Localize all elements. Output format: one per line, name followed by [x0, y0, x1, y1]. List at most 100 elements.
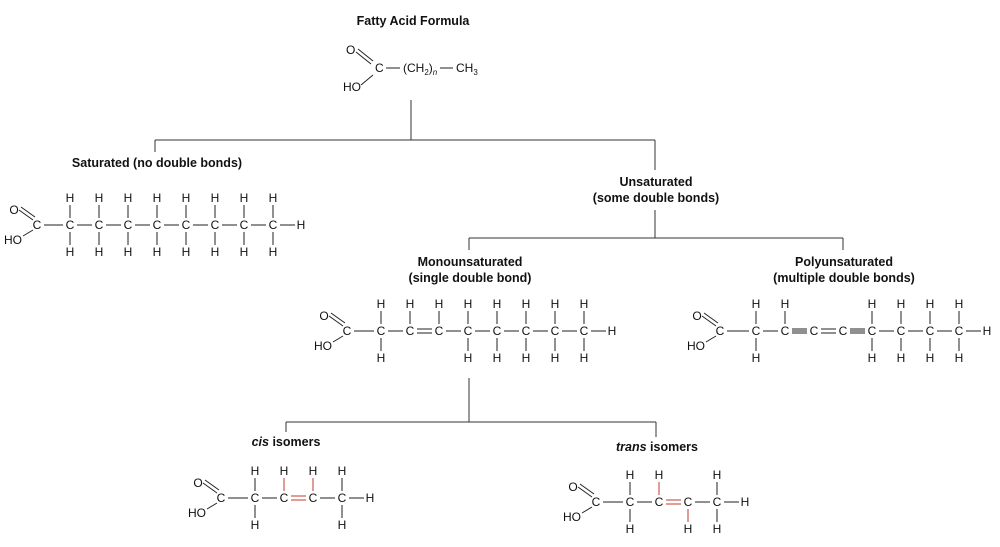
unsaturated-title-line1: Unsaturated	[619, 175, 693, 189]
carbon-atom: C	[926, 324, 935, 338]
carbon-atom: C	[839, 324, 848, 338]
formula-single-bond	[360, 74, 374, 86]
hydrogen-atom: H	[897, 351, 906, 365]
hydroxyl-group: HO	[4, 233, 22, 247]
carbon-atom: C	[240, 218, 249, 232]
hydrogen-atom: H	[752, 297, 761, 311]
polyunsaturated-title: Polyunsaturated (multiple double bonds)	[773, 254, 915, 286]
hydroxyl-bond	[332, 335, 344, 343]
oxygen-atom: O	[193, 476, 202, 490]
hydrogen-atom: H	[493, 351, 502, 365]
carbon-atom: C	[435, 324, 444, 338]
unsaturated-title-line2: (some double bonds)	[592, 191, 720, 205]
hydrogen-atom: H	[713, 522, 722, 536]
carbonyl-double-bond-b	[579, 483, 595, 495]
carboxyl-carbon-atom: C	[343, 324, 352, 338]
hydrogen-atom: H	[124, 191, 133, 205]
carbon-atom: C	[810, 324, 819, 338]
hydrogen-atom: H	[182, 191, 191, 205]
hydroxyl-group: HO	[188, 506, 206, 520]
carbonyl-double-bond-a	[577, 486, 593, 498]
hydroxyl-group: HO	[563, 510, 581, 524]
carbon-atom: C	[153, 218, 162, 232]
hydrogen-atom: H	[66, 245, 75, 259]
hydrogen-atom: H	[684, 522, 693, 536]
carbon-atom: C	[66, 218, 75, 232]
hydroxyl-bond	[705, 335, 717, 343]
carbon-atom: C	[781, 324, 790, 338]
terminal-hydrogen-atom: H	[608, 324, 617, 338]
carbonyl-double-bond-a	[18, 209, 34, 221]
hydroxyl-bond	[581, 506, 593, 514]
general-formula: O C HO (CH2)n CH3	[343, 43, 478, 94]
hydrogen-atom: H	[269, 245, 278, 259]
carbon-atom: C	[309, 491, 318, 505]
hydrogen-atom: H	[280, 464, 289, 478]
carbon-atom: C	[655, 495, 664, 509]
hydrogen-atom: H	[522, 351, 531, 365]
hydrogen-atom: H	[153, 191, 162, 205]
hydrogen-atom: H	[338, 518, 347, 532]
hydrogen-atom: H	[211, 191, 220, 205]
hydrogen-atom: H	[251, 518, 260, 532]
hydrogen-atom: H	[781, 297, 790, 311]
carbon-atom: C	[580, 324, 589, 338]
hydrogen-atom: H	[551, 351, 560, 365]
hydrogen-atom: H	[868, 351, 877, 365]
hydrogen-atom: H	[551, 297, 560, 311]
hydroxyl-bond	[206, 502, 218, 510]
carbon-atom: C	[95, 218, 104, 232]
carbon-atom: C	[897, 324, 906, 338]
hydrogen-atom: H	[752, 351, 761, 365]
carbonyl-double-bond-a	[202, 482, 218, 494]
carbon-atom: C	[377, 324, 386, 338]
terminal-hydrogen-atom: H	[983, 324, 992, 338]
carbon-atom: C	[269, 218, 278, 232]
hydrogen-atom: H	[897, 297, 906, 311]
hydrogen-atom: H	[522, 297, 531, 311]
hydroxyl-group: HO	[314, 339, 332, 353]
hydrogen-atom: H	[95, 191, 104, 205]
carbonyl-double-bond-b	[20, 206, 36, 218]
oxygen-atom: O	[319, 309, 328, 323]
carboxyl-carbon-atom: C	[33, 218, 42, 232]
hydrogen-atom: H	[926, 351, 935, 365]
terminal-hydrogen-atom: H	[741, 495, 750, 509]
hydrogen-atom: H	[406, 297, 415, 311]
carbon-atom: C	[868, 324, 877, 338]
monounsaturated-title-line1: Monounsaturated	[417, 255, 523, 269]
hydrogen-atom: H	[269, 191, 278, 205]
trans-isomers-title: trans isomers	[616, 440, 698, 454]
hydrogen-atom: H	[377, 351, 386, 365]
hydrogen-atom: H	[926, 297, 935, 311]
hydrogen-atom: H	[309, 464, 318, 478]
unsaturated-title: Unsaturated (some double bonds)	[593, 174, 719, 206]
hydrogen-atom: H	[955, 351, 964, 365]
hydrogen-atom: H	[713, 468, 722, 482]
carbon-atom: C	[522, 324, 531, 338]
formula-double-bond-b	[357, 48, 374, 62]
carbon-atom: C	[626, 495, 635, 509]
oxygen-atom: O	[568, 480, 577, 494]
tree-connectors	[154, 100, 844, 437]
carbon-atom: C	[955, 324, 964, 338]
formula-oxygen: O	[346, 43, 355, 57]
saturated-title: Saturated (no double bonds)	[71, 156, 243, 170]
hydrogen-atom: H	[153, 245, 162, 259]
hydrogen-atom: H	[95, 245, 104, 259]
carbon-atom: C	[752, 324, 761, 338]
hydroxyl-group: HO	[687, 339, 705, 353]
formula-double-bond-a	[355, 51, 372, 65]
hydrogen-atom: H	[464, 297, 473, 311]
carboxyl-carbon-atom: C	[716, 324, 725, 338]
formula-carbon: C	[375, 61, 384, 75]
carbonyl-double-bond-b	[330, 312, 346, 324]
carbon-atom: C	[338, 491, 347, 505]
hydrogen-atom: H	[338, 464, 347, 478]
oxygen-atom: O	[692, 309, 701, 323]
carbon-atom: C	[182, 218, 191, 232]
